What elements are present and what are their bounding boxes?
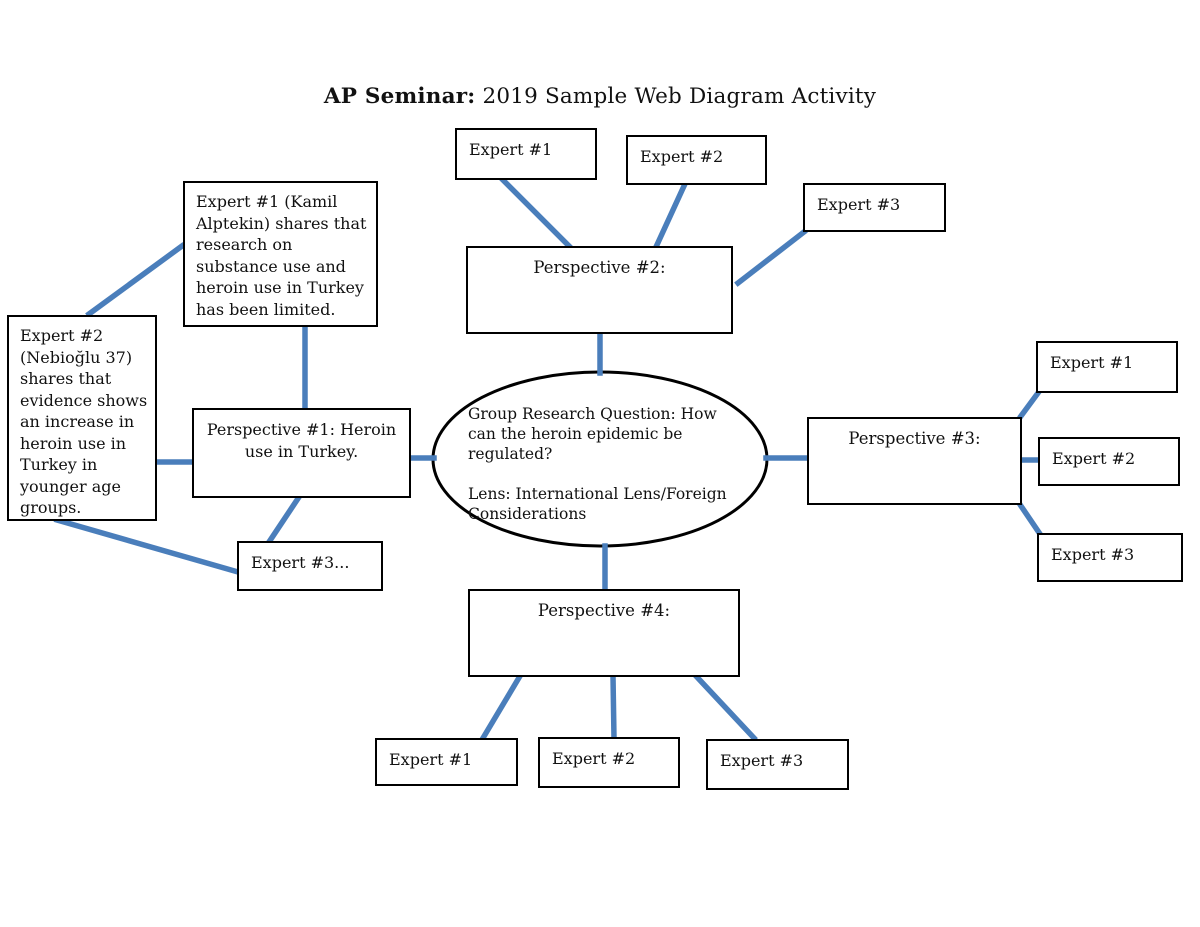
- connector-perspective4-to-p4expert2: [610, 673, 617, 741]
- p4-expert3-text: Expert #3: [720, 751, 804, 770]
- perspective2-box: Perspective #2:: [466, 246, 733, 334]
- p3-expert1-box: Expert #1: [1036, 341, 1178, 393]
- p3-expert3-text: Expert #3: [1051, 545, 1135, 564]
- connector-p2expert3-to-perspective2: [734, 228, 808, 287]
- connector-perspective4-to-p4expert1: [479, 672, 524, 742]
- perspective3-label: Perspective #3:: [848, 429, 981, 448]
- connector-perspective4-to-p4expert3: [692, 672, 758, 742]
- p4-expert1-box: Expert #1: [375, 738, 518, 786]
- p3-expert1-text: Expert #1: [1050, 353, 1134, 372]
- perspective1-box: Perspective #1: Heroin use in Turkey.: [192, 408, 411, 498]
- connector-perspective3-to-p3expert1: [1017, 389, 1042, 420]
- perspective2-label: Perspective #2:: [533, 258, 666, 277]
- p3-expert3-box: Expert #3: [1037, 533, 1183, 582]
- connector-p2expert1-to-perspective2: [498, 175, 574, 251]
- connector-p2expert2-to-perspective2: [652, 182, 688, 251]
- p2-expert3-text: Expert #3: [817, 195, 901, 214]
- p1-expert3-box: Expert #3...: [237, 541, 383, 591]
- p2-expert2-text: Expert #2: [640, 147, 724, 166]
- perspective4-box: Perspective #4:: [468, 589, 740, 677]
- p1-expert2-box: Expert #2 (Nebioğlu 37) shares that evid…: [7, 315, 157, 521]
- perspective3-box: Perspective #3:: [807, 417, 1022, 505]
- perspective1-label: Perspective #1: Heroin use in Turkey.: [206, 420, 397, 461]
- p2-expert1-box: Expert #1: [455, 128, 597, 180]
- p4-expert2-text: Expert #2: [552, 749, 636, 768]
- p4-expert2-box: Expert #2: [538, 737, 680, 788]
- page-title-rest: 2019 Sample Web Diagram Activity: [482, 84, 877, 109]
- research-question-text: Group Research Question: How can the her…: [468, 404, 736, 524]
- p1-expert1-box: Expert #1 (Kamil Alptekin) shares that r…: [183, 181, 378, 327]
- p2-expert2-box: Expert #2: [626, 135, 767, 185]
- page-title-bold: AP Seminar:: [323, 84, 476, 109]
- group-research-question: Group Research Question: How can the her…: [468, 405, 717, 463]
- connector-perspective1-to-expert3: [265, 493, 303, 546]
- p2-expert1-text: Expert #1: [469, 140, 553, 159]
- p3-expert2-box: Expert #2: [1038, 437, 1180, 486]
- p3-expert2-text: Expert #2: [1052, 449, 1136, 468]
- lens-statement: Lens: International Lens/Foreign Conside…: [468, 485, 727, 523]
- page-title: AP Seminar: 2019 Sample Web Diagram Acti…: [0, 84, 1200, 109]
- p1-expert1-text: Expert #1 (Kamil Alptekin) shares that r…: [196, 192, 367, 319]
- connector-perspective3-to-p3expert3: [1017, 502, 1044, 538]
- p2-expert3-box: Expert #3: [803, 183, 946, 232]
- connector-expert2-to-expert1: [85, 242, 186, 318]
- p4-expert3-box: Expert #3: [706, 739, 849, 790]
- perspective4-label: Perspective #4:: [537, 601, 671, 620]
- connector-expert2-to-expert3: [53, 516, 242, 576]
- p4-expert1-text: Expert #1: [389, 750, 473, 769]
- p1-expert2-text: Expert #2 (Nebioğlu 37) shares that evid…: [20, 326, 148, 517]
- p1-expert3-text: Expert #3...: [251, 553, 350, 572]
